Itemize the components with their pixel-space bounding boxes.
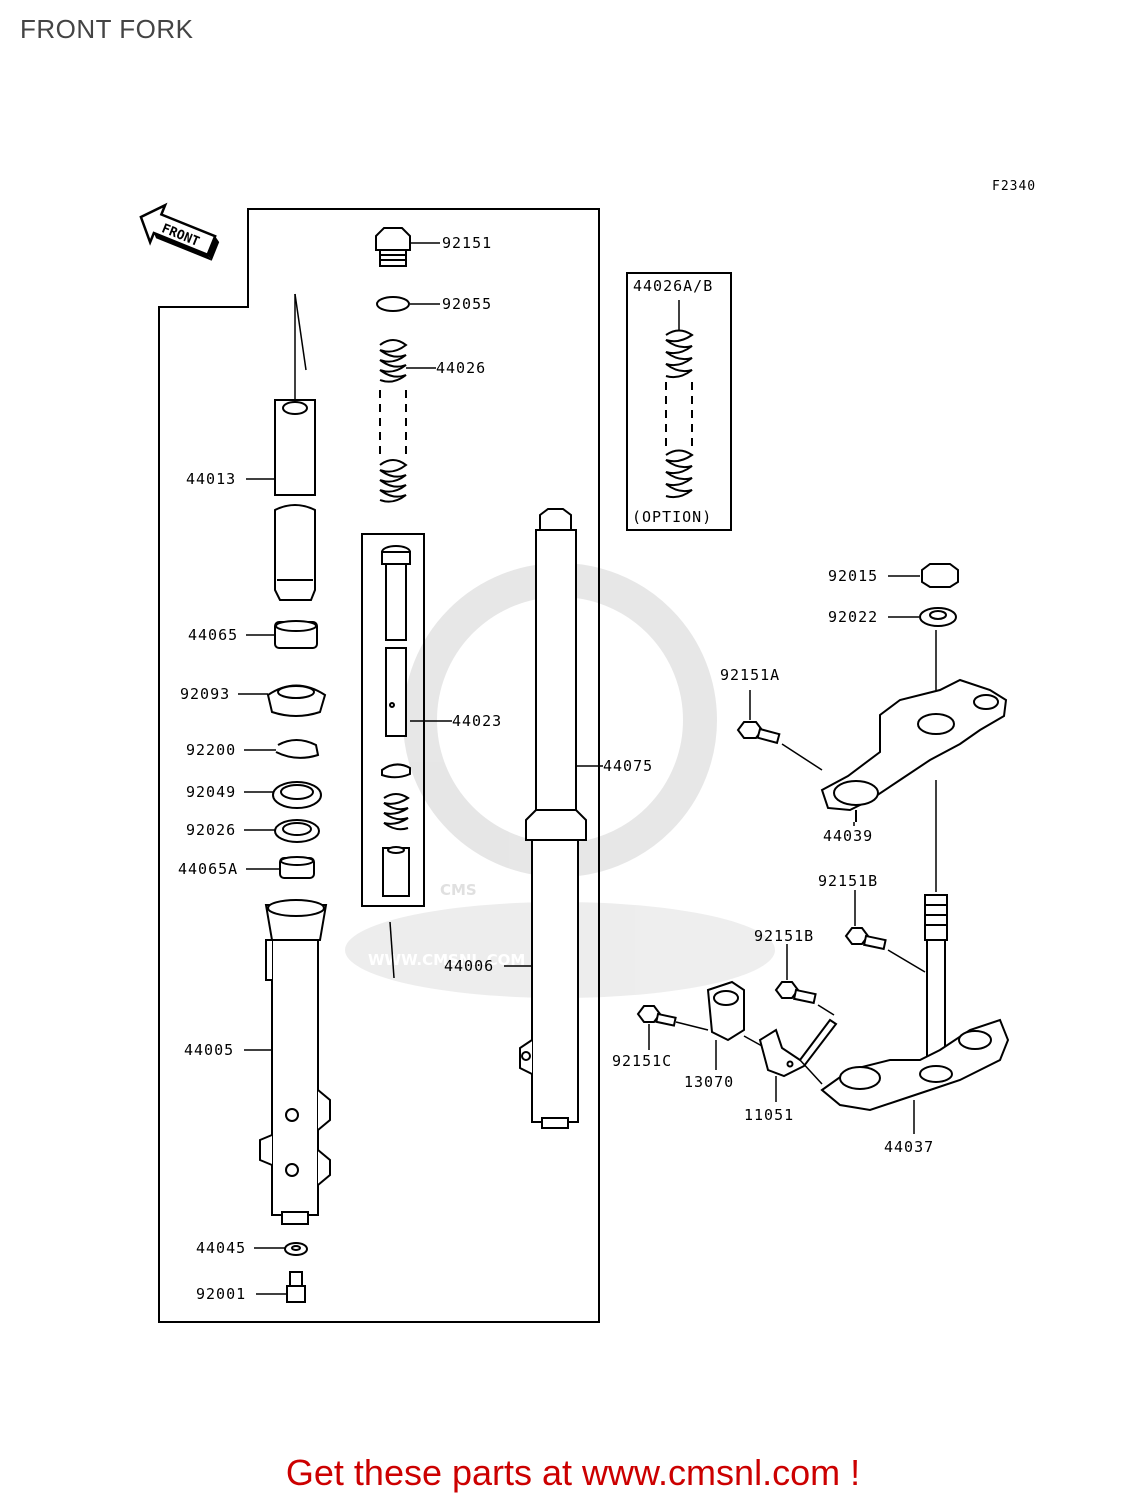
part-label-44075: 44075 (603, 757, 653, 775)
part-label-92001: 92001 (196, 1285, 246, 1303)
part-label-92151B-upper: 92151B (818, 872, 878, 890)
part-label-44013: 44013 (186, 470, 236, 488)
option-part-label: 44026A/B (633, 277, 713, 295)
o-ring-part (376, 296, 410, 312)
part-label-92151C: 92151C (612, 1052, 672, 1070)
option-box (626, 272, 732, 531)
page-title: FRONT FORK (20, 14, 194, 44)
part-label-92093: 92093 (180, 685, 230, 703)
part-label-92055: 92055 (442, 295, 492, 313)
part-label-92049: 92049 (186, 783, 236, 801)
right-fork-leg-part (519, 508, 587, 1129)
cartridge-box (361, 533, 425, 907)
outer-tube-part (259, 899, 331, 1225)
part-label-92151B-lower: 92151B (754, 927, 814, 945)
lower-bracket-stem-part (820, 894, 1010, 1112)
bracket-part (758, 1018, 838, 1078)
part-label-44065A: 44065A (178, 860, 238, 878)
bolt-b-upper-part (844, 927, 887, 951)
part-label-44026: 44026 (436, 359, 486, 377)
gasket-part (284, 1242, 308, 1256)
part-label-92022: 92022 (828, 608, 878, 626)
part-label-44065: 44065 (188, 626, 238, 644)
option-note: (OPTION) (632, 508, 712, 526)
part-label-92026: 92026 (186, 821, 236, 839)
part-label-92151: 92151 (442, 234, 492, 252)
stem-washer-part (919, 607, 957, 627)
upper-bracket-part (820, 678, 1008, 822)
stem-nut-part (921, 563, 959, 588)
fork-spring-part (379, 339, 408, 503)
watermark-url: WWW.CMSNL.COM (368, 951, 525, 969)
watermark-logo: CMS (440, 881, 477, 899)
part-label-44006: 44006 (444, 957, 494, 975)
oil-seal-part (272, 781, 322, 809)
part-label-92151A: 92151A (720, 666, 780, 684)
bolt-a-part (736, 721, 781, 745)
bottom-bolt-part (286, 1271, 306, 1303)
part-label-13070: 13070 (684, 1073, 734, 1091)
part-label-44037: 44037 (884, 1138, 934, 1156)
damper-rod-part (381, 545, 411, 897)
cap-bolt-part (375, 227, 411, 267)
part-label-44045: 44045 (196, 1239, 246, 1257)
bolt-b-lower-part (774, 981, 817, 1005)
clamp-part (706, 980, 745, 1042)
part-label-92200: 92200 (186, 741, 236, 759)
circlip-part (275, 739, 320, 759)
washer-part (274, 819, 320, 843)
part-label-11051: 11051 (744, 1106, 794, 1124)
bushing-a-part (279, 856, 315, 879)
inner-tube-part (274, 399, 316, 601)
assembly-outline (158, 208, 600, 1323)
part-label-44023: 44023 (452, 712, 502, 730)
dust-seal-part (266, 684, 327, 717)
part-label-44039: 44039 (823, 827, 873, 845)
part-label-92015: 92015 (828, 567, 878, 585)
bolt-c-part (636, 1005, 677, 1027)
part-label-44005: 44005 (184, 1041, 234, 1059)
option-spring-part (665, 300, 694, 499)
bushing-part (274, 620, 318, 649)
promo-link[interactable]: Get these parts at www.cmsnl.com ! (285, 1452, 861, 1493)
front-arrow-icon: FRONT (139, 202, 220, 261)
figure-code: F2340 (992, 179, 1036, 194)
